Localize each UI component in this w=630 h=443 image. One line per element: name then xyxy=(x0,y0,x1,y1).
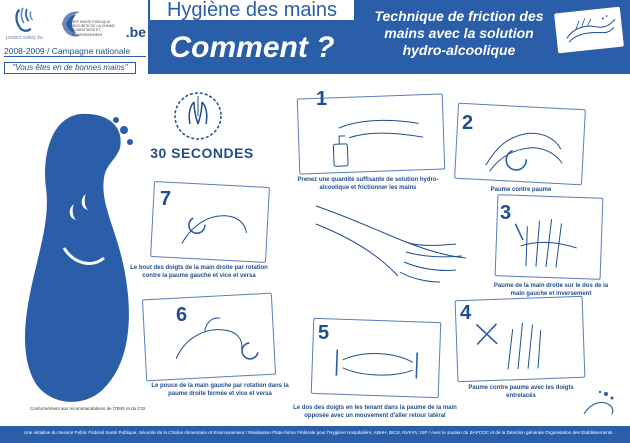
step-3-number: 3 xyxy=(500,202,512,224)
back-fingers-icon xyxy=(335,349,419,379)
step-5-number: 5 xyxy=(318,322,330,344)
hands-rub-illustration xyxy=(554,6,624,54)
campaign-divider xyxy=(4,56,146,57)
step-7-caption: Le bout des doigts de la main droite par… xyxy=(130,265,268,279)
palm-to-palm-icon xyxy=(485,132,563,172)
step-5-caption: Le dos des doigts en les tenant dans la … xyxy=(293,405,457,419)
slogan-box: "Vous êtes en de bonnes mains" xyxy=(4,62,136,74)
logo-hands-text: protect safety be xyxy=(6,35,43,41)
step-1-panel xyxy=(296,93,446,175)
back-of-hand-icon xyxy=(514,219,577,268)
spf-logo-text: SPF SANTE PUBLIQUE, SECURITE DE LA CHAIN… xyxy=(72,20,115,37)
logo-area: protect safety be SPF SANTE PUBLIQUE, SE… xyxy=(4,2,146,44)
step-2-caption: Paume contre paume xyxy=(490,187,552,193)
corner-hands-icon xyxy=(583,390,614,415)
interlaced-fingers-icon xyxy=(475,322,542,370)
center-hand-icon xyxy=(315,205,467,283)
footer-text: Une initiative du Service Public Fédéral… xyxy=(24,430,614,435)
timer-label: 30 SECONDES xyxy=(150,145,254,161)
title-top: Hygiène des mains xyxy=(148,0,356,22)
mascot-blob-icon xyxy=(25,113,133,402)
step-4-number: 4 xyxy=(460,302,472,324)
step-3-panel xyxy=(494,194,604,280)
conform-note: Conformément aux recommandations de l'OM… xyxy=(30,406,146,411)
step-6-caption: Le pouce de la main gauche par rotation … xyxy=(151,383,289,397)
thumb-rotation-icon xyxy=(175,317,259,360)
step-1-caption: Prenez une quantité suffisante de soluti… xyxy=(297,177,439,191)
step-4-panel xyxy=(454,295,586,383)
be-logo: .be xyxy=(125,24,146,40)
footer-bar xyxy=(0,426,630,443)
step-5-panel xyxy=(310,317,442,399)
hands-dispense-icon xyxy=(332,119,424,167)
spf-logo-icon xyxy=(62,11,80,37)
step-4-caption: Paume contre paume avec les doigts entre… xyxy=(468,385,574,399)
step-1-number: 1 xyxy=(316,88,328,110)
technique-title: Technique de friction des mains avec la … xyxy=(374,8,544,58)
campaign-label: 2008-2009 / Campagne nationale xyxy=(4,46,131,56)
step-7-panel xyxy=(150,181,270,263)
hands-rub-icon xyxy=(566,15,616,43)
step-2-number: 2 xyxy=(462,112,474,134)
fingertips-rotation-icon xyxy=(181,215,247,244)
clock-icon xyxy=(174,92,222,140)
step-3-caption: Paume de la main droite sur le dos de la… xyxy=(493,283,609,297)
hands-logo-icon xyxy=(15,7,34,32)
step-7-number: 7 xyxy=(160,188,172,210)
step-2-panel xyxy=(454,102,586,186)
step-6-number: 6 xyxy=(176,304,188,326)
title-main: Comment ? xyxy=(148,22,356,74)
step-6-panel xyxy=(141,292,277,382)
